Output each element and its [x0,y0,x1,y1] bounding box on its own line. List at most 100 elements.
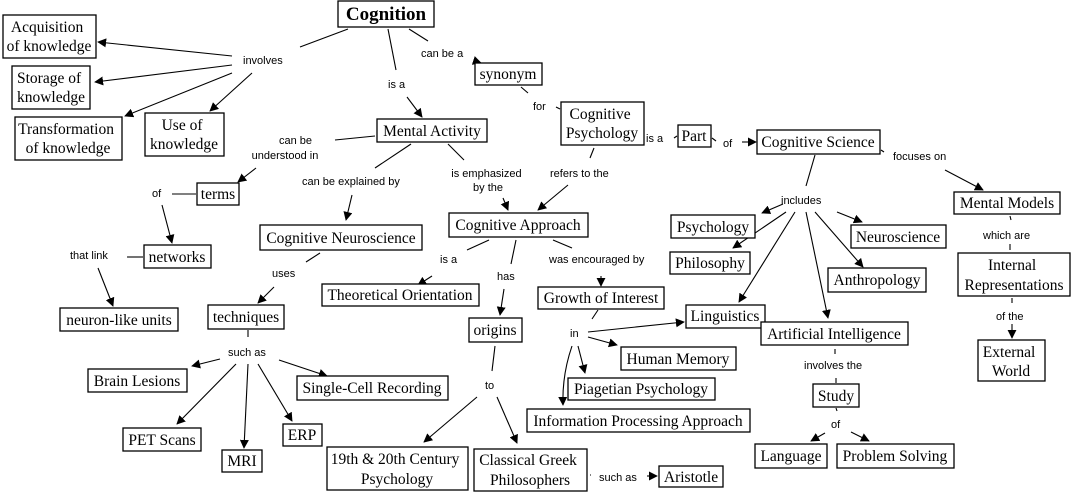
concept-storage-of-knowledge[interactable]: Storage of knowledge [11,65,91,110]
concept-19th-20th-century-psychology[interactable]: 19th & 20th Century Psychology [326,446,469,491]
concept-growth-of-interest[interactable]: Growth of Interest [537,286,665,310]
concept-label: Mental Activity [383,123,481,140]
edge [447,143,465,161]
concept-label: Cognition [346,4,427,25]
link-of: of [723,138,733,150]
edge [408,28,429,42]
concept-label: Internal Representations [964,257,1063,294]
concept-label: synonym [480,66,537,83]
link-of: of [831,419,841,431]
edge [587,336,618,348]
edge [191,358,221,369]
label-line: 19th & 20th Century [331,451,460,468]
link-involves-the: involves the [804,360,862,372]
link-is-a: is a [646,133,664,145]
concept-artificial-intelligence[interactable]: Artificial Intelligence [760,321,909,346]
concept-label: Linguistics [691,308,760,325]
label-line: knowledge [150,136,218,153]
concept-label: Mental Models [960,195,1054,212]
edge [591,309,599,320]
concept-language[interactable]: Language [754,443,828,469]
edge [805,211,831,319]
concept-pet-scans[interactable]: PET Scans [122,427,202,452]
concept-origins[interactable]: origins [468,317,523,343]
link-line: by the [473,182,503,194]
edge [555,106,561,110]
concept-single-cell-recording[interactable]: Single-Cell Recording [296,375,449,401]
edge [387,28,397,71]
concept-terms[interactable]: terms [196,182,240,206]
concept-neuroscience[interactable]: Neuroscience [850,224,947,249]
concept-label: Use of knowledge [150,117,218,153]
concept-label: neuron-like units [66,312,171,329]
concept-classical-greek-philosophers[interactable]: Classical Greek Philosophers [473,448,588,492]
edge [738,211,796,303]
concept-label: Cognitive Psychology [566,106,639,142]
concept-cognitive-neuroscience[interactable]: Cognitive Neuroscience [259,224,423,251]
edge [278,359,328,378]
edge [810,432,826,442]
edge [836,211,863,224]
label-line: Storage of [17,70,82,87]
edge [305,252,321,263]
link-of-the: of the [996,311,1024,323]
concept-label: origins [473,322,516,339]
concept-study[interactable]: Study [812,383,860,408]
concept-synonym[interactable]: synonym [474,62,543,86]
concept-part[interactable]: Part [677,124,712,148]
link-has: has [497,271,515,283]
concept-cognitive-psychology[interactable]: Cognitive Psychology [560,101,645,146]
concept-acquisition-of-knowledge[interactable]: Acquisition of knowledge [2,14,97,59]
edge [835,407,838,412]
concept-label: Transformation of knowledge [18,121,118,157]
edge [510,239,517,265]
concept-philosophy[interactable]: Philosophy [669,251,751,275]
label-line: of knowledge [7,38,92,55]
concept-label: Human Memory [627,351,730,368]
edge [97,38,233,57]
concept-label: Single-Cell Recording [302,380,441,397]
concept-information-processing-approach[interactable]: Information Processing Approach [526,408,751,433]
link-such-as: such as [599,472,637,484]
concept-internal-representations[interactable]: Internal Representations [957,252,1071,297]
edge [343,194,353,221]
link-refers-to-the: refers to the [550,168,609,180]
concept-label: Language [760,448,821,465]
concept-linguistics[interactable]: Linguistics [685,304,766,329]
concept-neuron-like-units[interactable]: neuron-like units [59,307,179,332]
edge [299,28,349,48]
edge [520,86,529,94]
concept-mental-activity[interactable]: Mental Activity [376,118,488,143]
concept-use-of-knowledge[interactable]: Use of knowledge [144,112,225,157]
concept-cognitive-science[interactable]: Cognitive Science [756,129,881,155]
concept-piagetian-psychology[interactable]: Piagetian Psychology [567,377,716,401]
concept-human-memory[interactable]: Human Memory [620,346,737,371]
concept-techniques[interactable]: techniques [207,304,285,330]
concept-cognitive-approach[interactable]: Cognitive Approach [448,212,589,238]
edge [761,203,784,214]
concept-brain-lesions[interactable]: Brain Lesions [87,368,188,393]
concept-mental-models[interactable]: Mental Models [953,191,1061,215]
edge [257,286,275,304]
edge [237,167,257,183]
edge [406,96,423,118]
concept-aristotle[interactable]: Aristotle [658,465,724,488]
concept-anthropology[interactable]: Anthropology [827,267,927,293]
edge [496,396,518,444]
concept-psychology[interactable]: Psychology [670,214,756,239]
concept-label: Part [682,128,708,145]
concept-cognition[interactable]: Cognition [337,0,435,28]
concept-theoretical-orientation[interactable]: Theoretical Orientation [321,283,480,307]
concept-erp[interactable]: ERP [282,423,323,447]
concept-networks[interactable]: networks [143,244,212,269]
label-line: of knowledge [26,140,111,157]
concept-problem-solving[interactable]: Problem Solving [836,443,955,469]
edge [500,197,510,211]
edge [589,147,595,159]
concept-transformation-of-knowledge[interactable]: Transformation of knowledge [14,116,123,161]
concept-external-world[interactable]: External World [977,339,1046,382]
concept-mri[interactable]: MRI [221,449,263,473]
concept-label: Artificial Intelligence [767,326,901,343]
link-is-a: is a [440,254,458,266]
